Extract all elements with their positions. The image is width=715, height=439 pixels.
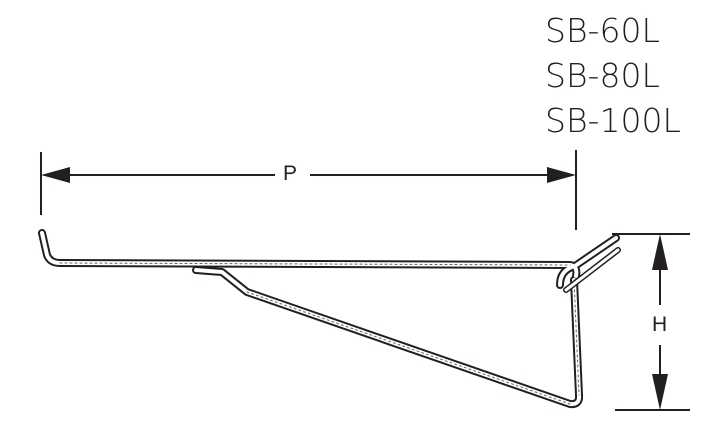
arrow-down-icon <box>652 374 668 410</box>
model-number: SB-60L <box>545 11 660 50</box>
model-number: SB-100L <box>545 101 681 140</box>
length-label: P <box>279 162 302 186</box>
length-dimension <box>40 150 577 230</box>
model-number: SB-80L <box>545 56 660 95</box>
model-list: SB-60L SB-80L SB-100L <box>545 8 681 143</box>
arrow-left-icon <box>41 167 70 183</box>
arrow-up-icon <box>652 234 668 270</box>
arrow-right-icon <box>547 167 576 183</box>
height-dimension <box>612 233 690 411</box>
bracket-wire <box>38 229 621 409</box>
height-label: H <box>648 313 672 337</box>
